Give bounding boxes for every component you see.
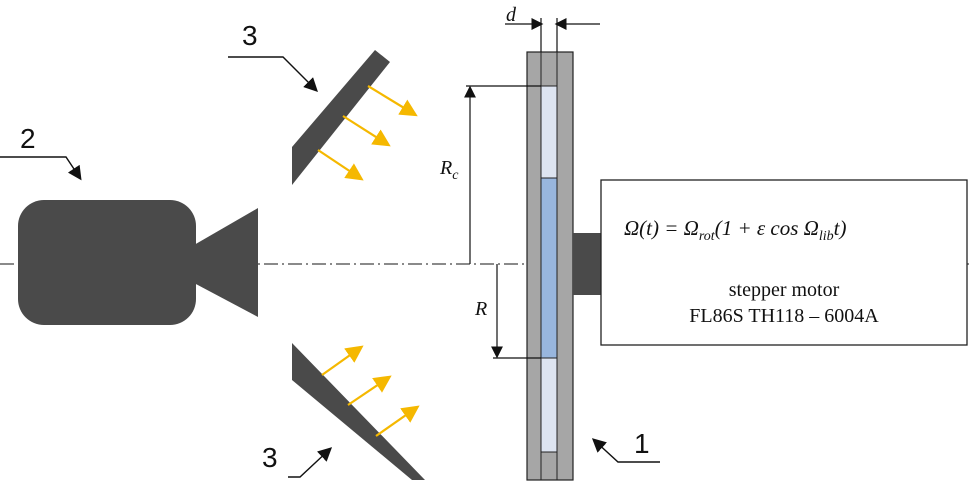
dimension-rc [464,85,541,264]
video-camera-icon [18,200,258,325]
motor-formula: Ω(t) = Ωrot(1 + ε cos Ωlibt) [624,218,846,244]
formula-rot-subscript: rot [698,229,715,244]
light-rays-top [317,85,418,181]
motor-shaft [573,233,601,295]
label-disk-number: 1 [634,428,650,459]
mirror-top [292,50,390,185]
label-dim-rc-sub: c [452,168,459,183]
rotating-disk [526,51,574,481]
label-camera-number: 2 [20,123,36,154]
label-dim-rc-main: R [440,157,453,179]
light-rays-bottom [321,345,420,437]
label-dim-r: R [475,298,488,320]
motor-model: FL86S TH118 – 6004A [689,305,879,327]
motor-name: stepper motor [728,279,840,301]
label-mirror-number-top: 3 [242,20,258,51]
leader-lines [0,56,660,478]
dimension-d [505,18,600,52]
formula-end: t) [833,216,847,240]
label-mirror-number-bottom: 3 [262,442,278,473]
stepper-motor-box [600,179,968,346]
formula-lib-subscript: lib [818,229,834,244]
label-dim-d: d [506,4,516,26]
formula-mid: (1 + ε cos Ω [714,216,819,240]
label-dim-rc: Rc [440,158,458,183]
formula-lhs: Ω(t) = Ω [624,216,699,240]
dimension-r [491,264,541,359]
mirror-bottom [292,343,425,480]
